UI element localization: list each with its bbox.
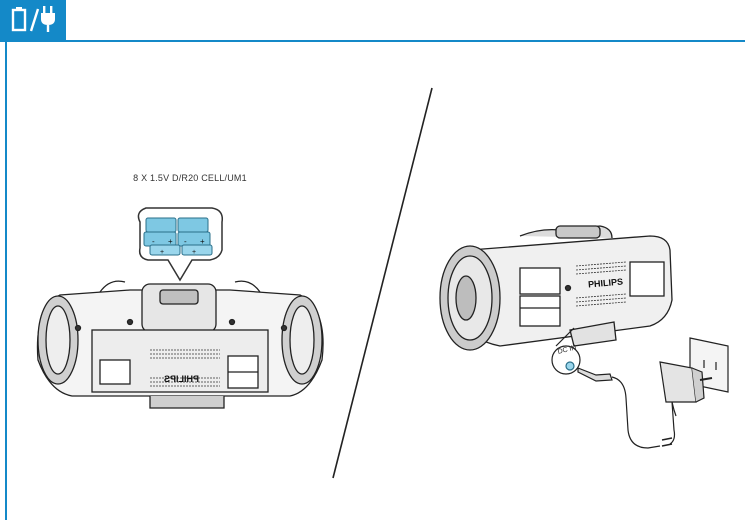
svg-text:+: + — [168, 237, 173, 246]
power-adapter — [659, 361, 713, 417]
divider-line — [332, 87, 433, 479]
svg-text:+: + — [200, 237, 205, 246]
left-margin-rule — [5, 42, 7, 520]
svg-text:+: + — [160, 249, 164, 256]
section-header — [0, 0, 745, 42]
svg-text:-: - — [184, 237, 187, 246]
header-rule — [66, 40, 745, 42]
boombox-back-view — [36, 280, 324, 409]
boombox-front-view — [439, 225, 673, 351]
battery-power-icon — [0, 0, 66, 42]
battery-spec-label: 8 X 1.5V D/R20 CELL/UM1 — [133, 173, 247, 183]
brand-logo-mirrored: PHILIPS — [164, 374, 200, 384]
svg-text:+: + — [192, 249, 196, 256]
dc-in-callout — [551, 327, 676, 449]
battery-callout: - + - + + + — [137, 207, 224, 282]
svg-text:-: - — [152, 237, 155, 246]
battery-cells: - + - + + + — [143, 217, 213, 256]
